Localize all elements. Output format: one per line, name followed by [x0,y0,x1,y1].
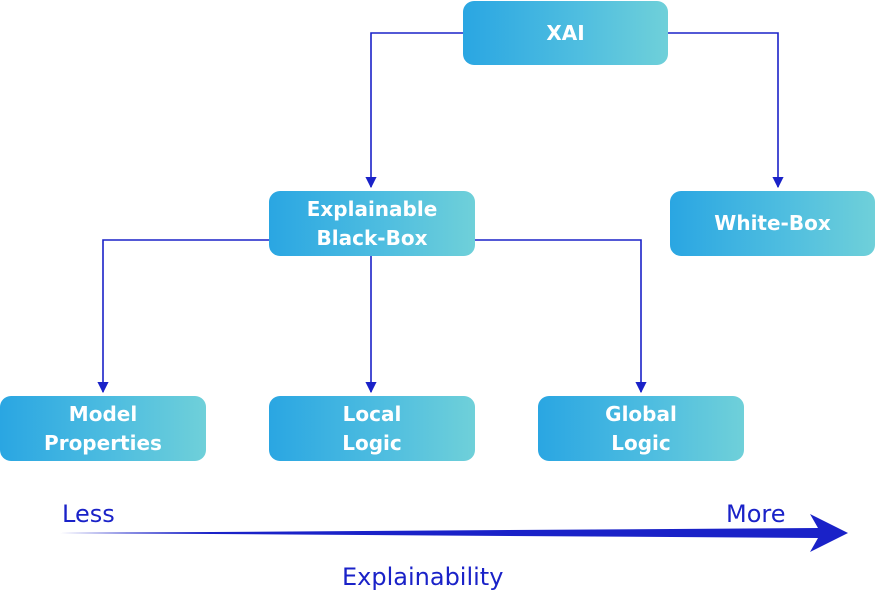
node-explainable-black-box: Explainable Black-Box [269,191,475,256]
node-global-logic: Global Logic [538,396,744,461]
node-global-logic-label: Global Logic [605,401,677,455]
less-label: Less [62,500,115,528]
more-label: More [726,500,786,528]
node-model-properties-label: Model Properties [44,401,162,455]
edge-black-box-to-global-logic [475,239,647,394]
explainability-arrow [60,514,848,552]
edge-xai-to-white-box [668,32,784,189]
node-local-logic: Local Logic [269,396,475,461]
edge-black-box-to-model-properties [97,239,269,394]
node-xai-label: XAI [546,20,585,45]
node-local-logic-label: Local Logic [342,401,402,455]
node-white-box: White-Box [670,191,875,256]
edge-xai-to-explainable-black-box [365,32,463,189]
node-explainable-black-box-label: Explainable Black-Box [306,196,438,250]
node-model-properties: Model Properties [0,396,206,461]
explainability-axis-label: Explainability [342,563,504,591]
node-xai: XAI [463,1,668,65]
node-white-box-label: White-Box [714,211,831,235]
